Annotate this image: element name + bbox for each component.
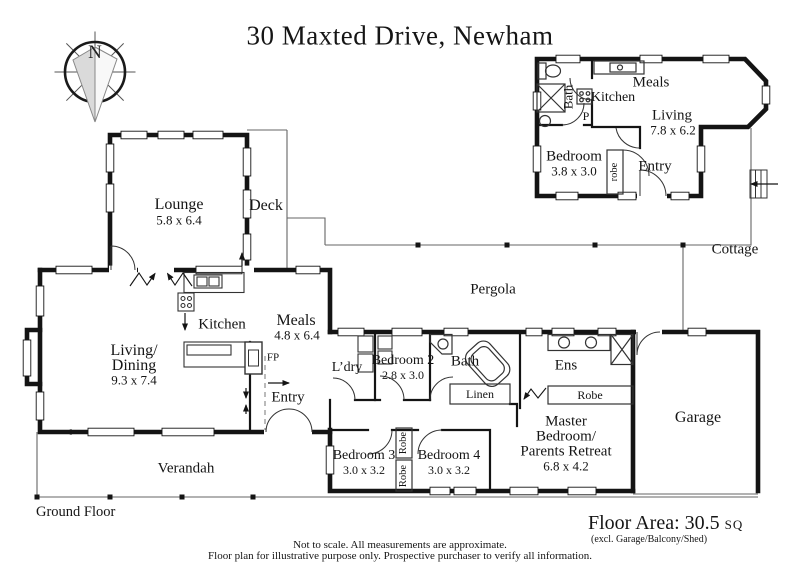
floor-area: Floor Area: 30.5 SQ [588, 512, 743, 535]
room-entry: Entry [271, 389, 305, 406]
robe-cabinet [606, 149, 624, 195]
deck-outline [247, 129, 326, 268]
room-master-2: Bedroom/ [536, 428, 596, 445]
disclaimer-line2: Floor plan for illustrative purpose only… [208, 550, 592, 562]
room-garage: Garage [674, 409, 722, 426]
robe-lower-label: Robe [397, 464, 409, 488]
room-bedroom4: Bedroom 4 [417, 448, 481, 463]
shower-icon [610, 333, 634, 366]
compass-icon: N [54, 31, 136, 123]
bath-fixtures [429, 333, 511, 388]
fireplace [244, 341, 263, 375]
cottage-room-meals: Meals [632, 74, 670, 91]
cabinets [395, 383, 634, 492]
cottage-room-bedroom-dims: 3.8 x 3.0 [551, 163, 597, 179]
room-verandah: Verandah [157, 460, 215, 477]
room-bedroom2: Bedroom 2 [371, 353, 435, 368]
cottage-room-bath: Bath [560, 84, 576, 110]
room-lounge-dims: 5.8 x 6.4 [156, 212, 202, 228]
master-robe-label: Robe [577, 388, 603, 402]
room-kitchen: Kitchen [198, 316, 246, 333]
page-title: 30 Maxted Drive, Newham [246, 20, 554, 51]
main-kitchen-fixtures [177, 271, 248, 368]
linen-label: Linen [466, 387, 494, 401]
sink-icon [193, 274, 223, 289]
bathtub-icon [464, 340, 511, 388]
pergola-outline [325, 128, 752, 332]
room-meals: Meals [276, 312, 316, 329]
windows [22, 54, 771, 496]
stove-icon [576, 88, 593, 105]
kitchen-bench [183, 271, 245, 294]
laundry-fixtures [357, 335, 374, 373]
floor-area-label: Floor Area: 30.5 [588, 512, 720, 534]
basin-icon [538, 114, 552, 128]
compass-needle-right [94, 46, 118, 123]
compass-north-label: N [88, 42, 102, 63]
linen-cabinet [449, 383, 511, 405]
ensuite-fixtures [547, 333, 634, 366]
cottage-room-kitchen: Kitchen [590, 90, 636, 105]
room-lounge: Lounge [154, 196, 204, 213]
kitchen-sink-icon [593, 60, 645, 75]
door-gaps [109, 191, 667, 437]
cottage-room-robe: robe [608, 162, 620, 182]
cottage-walls [534, 56, 769, 199]
shower-icon [536, 83, 566, 113]
cottage-caption: Cottage [711, 241, 759, 258]
disclaimer-line1: Not to scale. All measurements are appro… [293, 539, 507, 551]
cottage-room-pantry: P [582, 109, 590, 123]
room-ensuite: Ens [554, 357, 578, 374]
stove-icon [177, 292, 195, 312]
room-bath: Bath [450, 353, 480, 370]
room-master-3: Parents Retreat [520, 443, 612, 460]
robe-cabinet-upper [395, 427, 413, 459]
room-pergola: Pergola [470, 281, 516, 298]
room-living-dining-dims: 9.3 x 7.4 [111, 372, 157, 388]
cottage-room-living-dims: 7.8 x 6.2 [650, 122, 696, 138]
room-bedroom3-dims: 3.0 x 3.2 [343, 463, 385, 477]
fireplace-label: FP [266, 351, 280, 364]
room-meals-dims: 4.8 x 6.4 [274, 327, 320, 343]
dryer-icon [357, 353, 374, 373]
cottage-room-entry: Entry [638, 158, 672, 175]
room-deck: Deck [249, 197, 283, 214]
room-bedroom2-dims: 2.8 x 3.0 [382, 368, 424, 382]
posts [34, 242, 686, 500]
robe-cabinet-lower [395, 459, 413, 492]
cottage-fixtures [536, 60, 645, 195]
vanity-icon [429, 333, 453, 355]
flow-arrows [64, 181, 778, 435]
room-laundry: L’dry [331, 360, 363, 375]
bedroom2-robes [377, 335, 393, 365]
washer-icon [357, 335, 374, 353]
room-bedroom4-dims: 3.0 x 3.2 [428, 463, 470, 477]
living-left-bottom-wall [37, 267, 333, 435]
room-living-dining-1: Living/ [110, 342, 158, 359]
cottage-room-bedroom: Bedroom [546, 148, 602, 165]
ground-floor-label: Ground Floor [36, 504, 116, 520]
floor-area-note: (excl. Garage/Balcony/Shed) [591, 534, 708, 545]
robe-upper-label: Robe [397, 431, 409, 455]
room-master-1: Master [545, 413, 587, 430]
master-robe-cabinet [547, 385, 634, 405]
room-master-dims: 6.8 x 4.2 [543, 458, 589, 474]
room-bedroom3: Bedroom 3 [332, 448, 396, 463]
double-vanity-icon [547, 333, 611, 352]
cottage-room-living: Living [652, 107, 692, 124]
room-living-dining-2: Dining [111, 357, 157, 374]
floor-area-unit: SQ [724, 517, 744, 532]
